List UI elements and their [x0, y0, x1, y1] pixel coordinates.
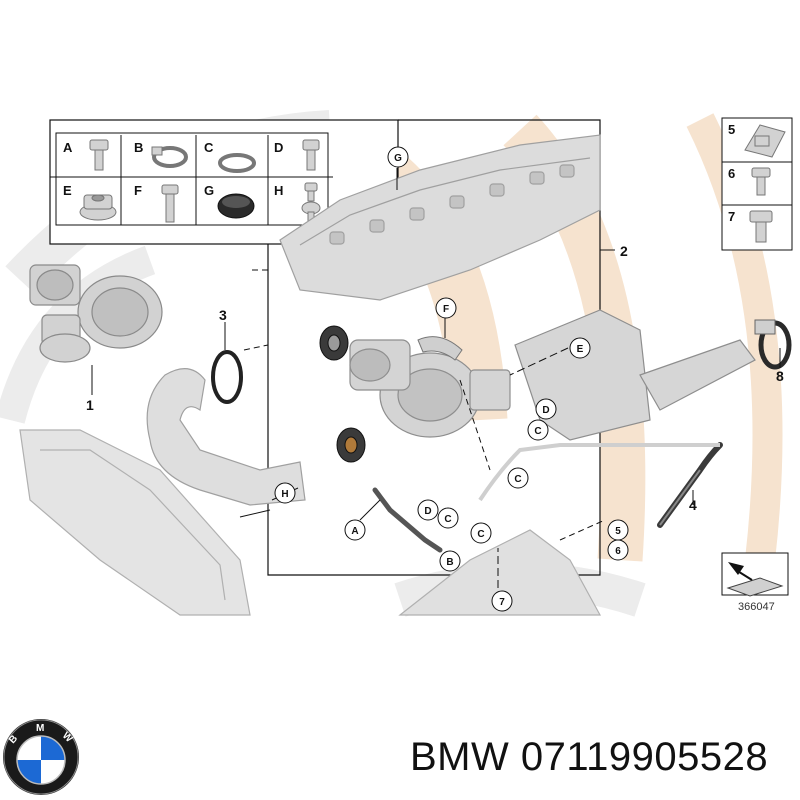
legend-letter-c: C: [204, 140, 214, 155]
banjo-bolt-icon: [301, 182, 321, 223]
callout-c-lower-2: C: [477, 529, 484, 540]
legend-letter-d: D: [274, 140, 283, 155]
callout-e: E: [577, 344, 584, 355]
callout-d-upper: D: [542, 405, 549, 416]
callouts: G F E D C C H A B D C C 5 6 7: [274, 146, 629, 612]
part-number: 07119905528: [520, 735, 769, 779]
catalytic-converter-part: [514, 309, 756, 441]
legend-number-6: 6: [728, 166, 735, 181]
leader-lines: [91, 168, 781, 588]
part-label-4: 4: [689, 497, 697, 513]
callout-a: A: [351, 526, 358, 537]
stud-bolt-icon: [161, 184, 179, 223]
oil-pan-part: [398, 529, 602, 616]
callout-f: F: [443, 304, 449, 315]
callout-6: 6: [615, 546, 621, 557]
part-number-labels: 1 2 3 4 8: [86, 243, 784, 513]
flange-gasket-part: [417, 336, 463, 361]
bolt-icon: [89, 139, 109, 171]
hex-nut-icon: [79, 194, 117, 221]
oil-pipe-part: [657, 442, 723, 528]
part-label-2: 2: [620, 243, 628, 259]
band-clamp-part: [754, 319, 792, 370]
legend-letter-e: E: [63, 183, 72, 198]
oil-feed-line: [478, 443, 720, 502]
legend-letter-g: G: [204, 183, 214, 198]
bolt-icon: [751, 167, 771, 196]
assembly-frame: [267, 119, 601, 576]
oil-supply-pipe: [372, 487, 443, 553]
legend-icons: [79, 139, 321, 223]
gasket-ring-part: [211, 350, 243, 404]
manifold-part: [279, 134, 601, 301]
seal-rings: [319, 325, 366, 463]
legend-letters: A B C D E F G H: [63, 140, 283, 198]
callout-b: B: [446, 557, 453, 568]
shroud-part: [19, 429, 251, 616]
callout-g: G: [394, 153, 402, 164]
legend-letter-b: B: [134, 140, 143, 155]
spring-nut-icon: [744, 124, 786, 158]
callout-d-lower: D: [424, 506, 431, 517]
svg-text:M: M: [36, 723, 44, 734]
callout-7: 7: [499, 597, 505, 608]
part-label-8: 8: [776, 368, 784, 384]
turbocharger-part: [29, 264, 163, 363]
legend-letter-f: F: [134, 183, 142, 198]
part-label-3: 3: [219, 307, 227, 323]
legend-number-5: 5: [728, 122, 735, 137]
hose-clamp-icon: [151, 146, 188, 168]
legend-number-7: 7: [728, 209, 735, 224]
part-label-1: 1: [86, 397, 94, 413]
grommet-icon: [217, 193, 255, 219]
legend-letter-a: A: [63, 140, 73, 155]
turbo-assembly-part: [349, 339, 511, 438]
legend-letter-h: H: [274, 183, 283, 198]
hollow-bolt-icon: [302, 139, 320, 171]
fastener-legend: 5 6 7: [721, 117, 793, 251]
callout-c-lower-1: C: [444, 514, 451, 525]
air-duct-part: [146, 368, 306, 506]
brand-name: BMW: [410, 735, 510, 779]
view-orientation-icon: [721, 552, 789, 597]
callout-c-upper: C: [534, 426, 541, 437]
callout-h: H: [281, 489, 288, 500]
callout-c-mid: C: [514, 474, 521, 485]
callout-5: 5: [615, 526, 621, 537]
bmw-logo: B M W: [3, 719, 79, 795]
hex-bolt-icon: [749, 210, 773, 243]
brand-part-number: BMW 07119905528: [410, 735, 768, 780]
sealing-ring-icon: [218, 153, 256, 173]
reference-number: 366047: [738, 601, 775, 613]
